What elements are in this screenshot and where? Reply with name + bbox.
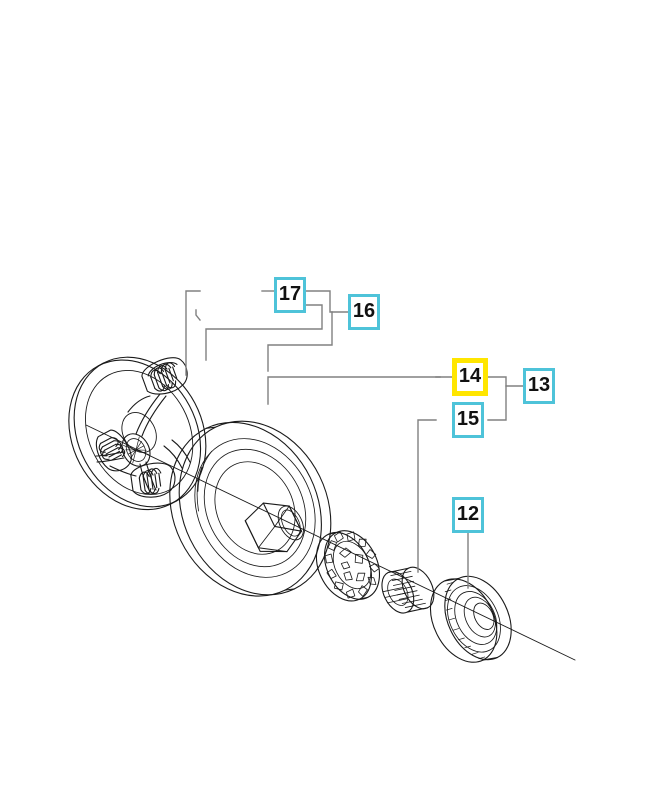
leader-line-7 xyxy=(487,376,524,387)
callout-17-label: 17 xyxy=(278,283,302,305)
callout-16[interactable]: 16 xyxy=(348,294,380,330)
clutch-drum xyxy=(169,420,332,597)
sprocket-rim xyxy=(315,530,381,602)
callout-14-label: 14 xyxy=(458,365,482,387)
washer-collar xyxy=(429,575,512,663)
callout-12[interactable]: 12 xyxy=(452,497,484,533)
callout-14[interactable]: 14 xyxy=(452,358,488,396)
callout-16-label: 16 xyxy=(352,300,376,322)
callout-15[interactable]: 15 xyxy=(452,402,484,438)
callout-17[interactable]: 17 xyxy=(274,277,306,313)
leader-line-2 xyxy=(267,311,333,372)
leader-line-9 xyxy=(417,419,437,573)
leader-line-4 xyxy=(195,309,201,321)
callout-15-label: 15 xyxy=(456,408,480,430)
leader-line-8 xyxy=(487,385,507,421)
needle-bearing xyxy=(381,566,435,614)
callout-13-label: 13 xyxy=(527,374,551,396)
clutch-assembly xyxy=(68,356,207,511)
callout-12-label: 12 xyxy=(456,503,480,525)
callout-13[interactable]: 13 xyxy=(523,368,555,404)
leader-line-10 xyxy=(267,376,441,405)
leader-line-3 xyxy=(185,290,201,376)
leader-line-5 xyxy=(205,304,323,361)
leader-line-1 xyxy=(305,290,349,313)
